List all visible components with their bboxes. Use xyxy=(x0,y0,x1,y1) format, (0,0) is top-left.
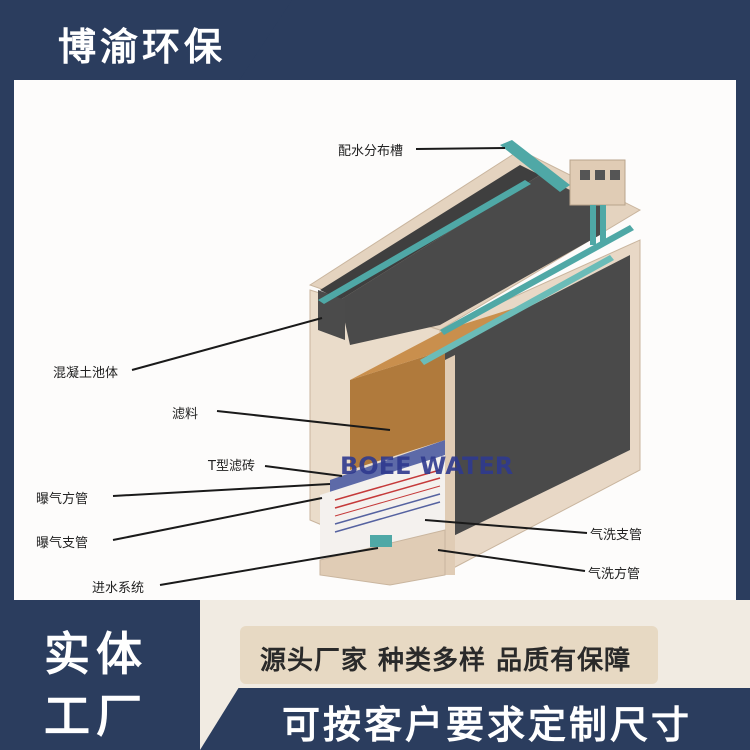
promo-line-1: 实体 xyxy=(44,627,148,681)
promo-line-2: 工厂 xyxy=(44,689,148,743)
inlet-box-slot-3 xyxy=(610,170,620,180)
custom-size-bar xyxy=(200,688,750,750)
tagline-text: 源头厂家 种类多样 品质有保障 xyxy=(260,646,632,676)
tank-right-front xyxy=(445,355,455,575)
leader-distribution xyxy=(415,147,506,150)
leader-concrete xyxy=(131,317,323,371)
label-filter-media: 滤料 xyxy=(172,407,199,422)
tagline-pill xyxy=(240,626,658,684)
label-aeration-main-pipe: 曝气方管 xyxy=(36,492,89,507)
inlet-box-slot-2 xyxy=(595,170,605,180)
tank-back-wall xyxy=(320,165,540,300)
inlet-box-slot-1 xyxy=(580,170,590,180)
label-t-filter-brick: T型滤砖 xyxy=(208,459,255,474)
leader-airwash-branch xyxy=(424,519,588,534)
label-concrete-tank: 混凝土池体 xyxy=(53,366,119,381)
teal-riser-2 xyxy=(600,205,606,245)
label-distribution-channel: 配水分布槽 xyxy=(338,144,404,159)
custom-size-text: 可按客户要求定制尺寸 xyxy=(282,703,693,747)
label-aeration-branch-pipe: 曝气支管 xyxy=(36,536,89,551)
teal-trough-right xyxy=(440,225,634,335)
teal-riser-1 xyxy=(590,205,596,245)
teal-trough-mid xyxy=(420,255,614,365)
brand-watermark: BOEE WATER xyxy=(340,452,514,480)
brand-tab xyxy=(0,0,292,80)
inlet-teal-bars xyxy=(370,535,392,547)
filter-media-block xyxy=(350,350,445,470)
factory-block xyxy=(0,600,200,750)
leader-airwash-main xyxy=(437,549,586,572)
tank-base xyxy=(319,529,446,586)
label-water-inlet-system: 进水系统 xyxy=(92,581,145,596)
leader-aeration-main xyxy=(112,483,331,497)
label-air-wash-branch-pipe: 气洗支管 xyxy=(590,528,643,543)
leader-inlet xyxy=(159,547,379,586)
leader-media xyxy=(216,410,391,431)
leader-aeration-branch xyxy=(112,497,323,541)
underdrain-grid xyxy=(334,469,441,533)
underdrain-chamber xyxy=(320,455,445,560)
tank-interior-dark xyxy=(340,175,600,345)
teal-inlet-pipe xyxy=(500,140,570,192)
label-air-wash-main-pipe: 气洗方管 xyxy=(588,567,641,582)
inlet-box xyxy=(569,159,626,206)
teal-trough-left xyxy=(318,180,531,304)
brand-title: 博渝环保 xyxy=(58,25,227,69)
leader-brick xyxy=(264,465,343,477)
leader-lines xyxy=(112,147,588,586)
